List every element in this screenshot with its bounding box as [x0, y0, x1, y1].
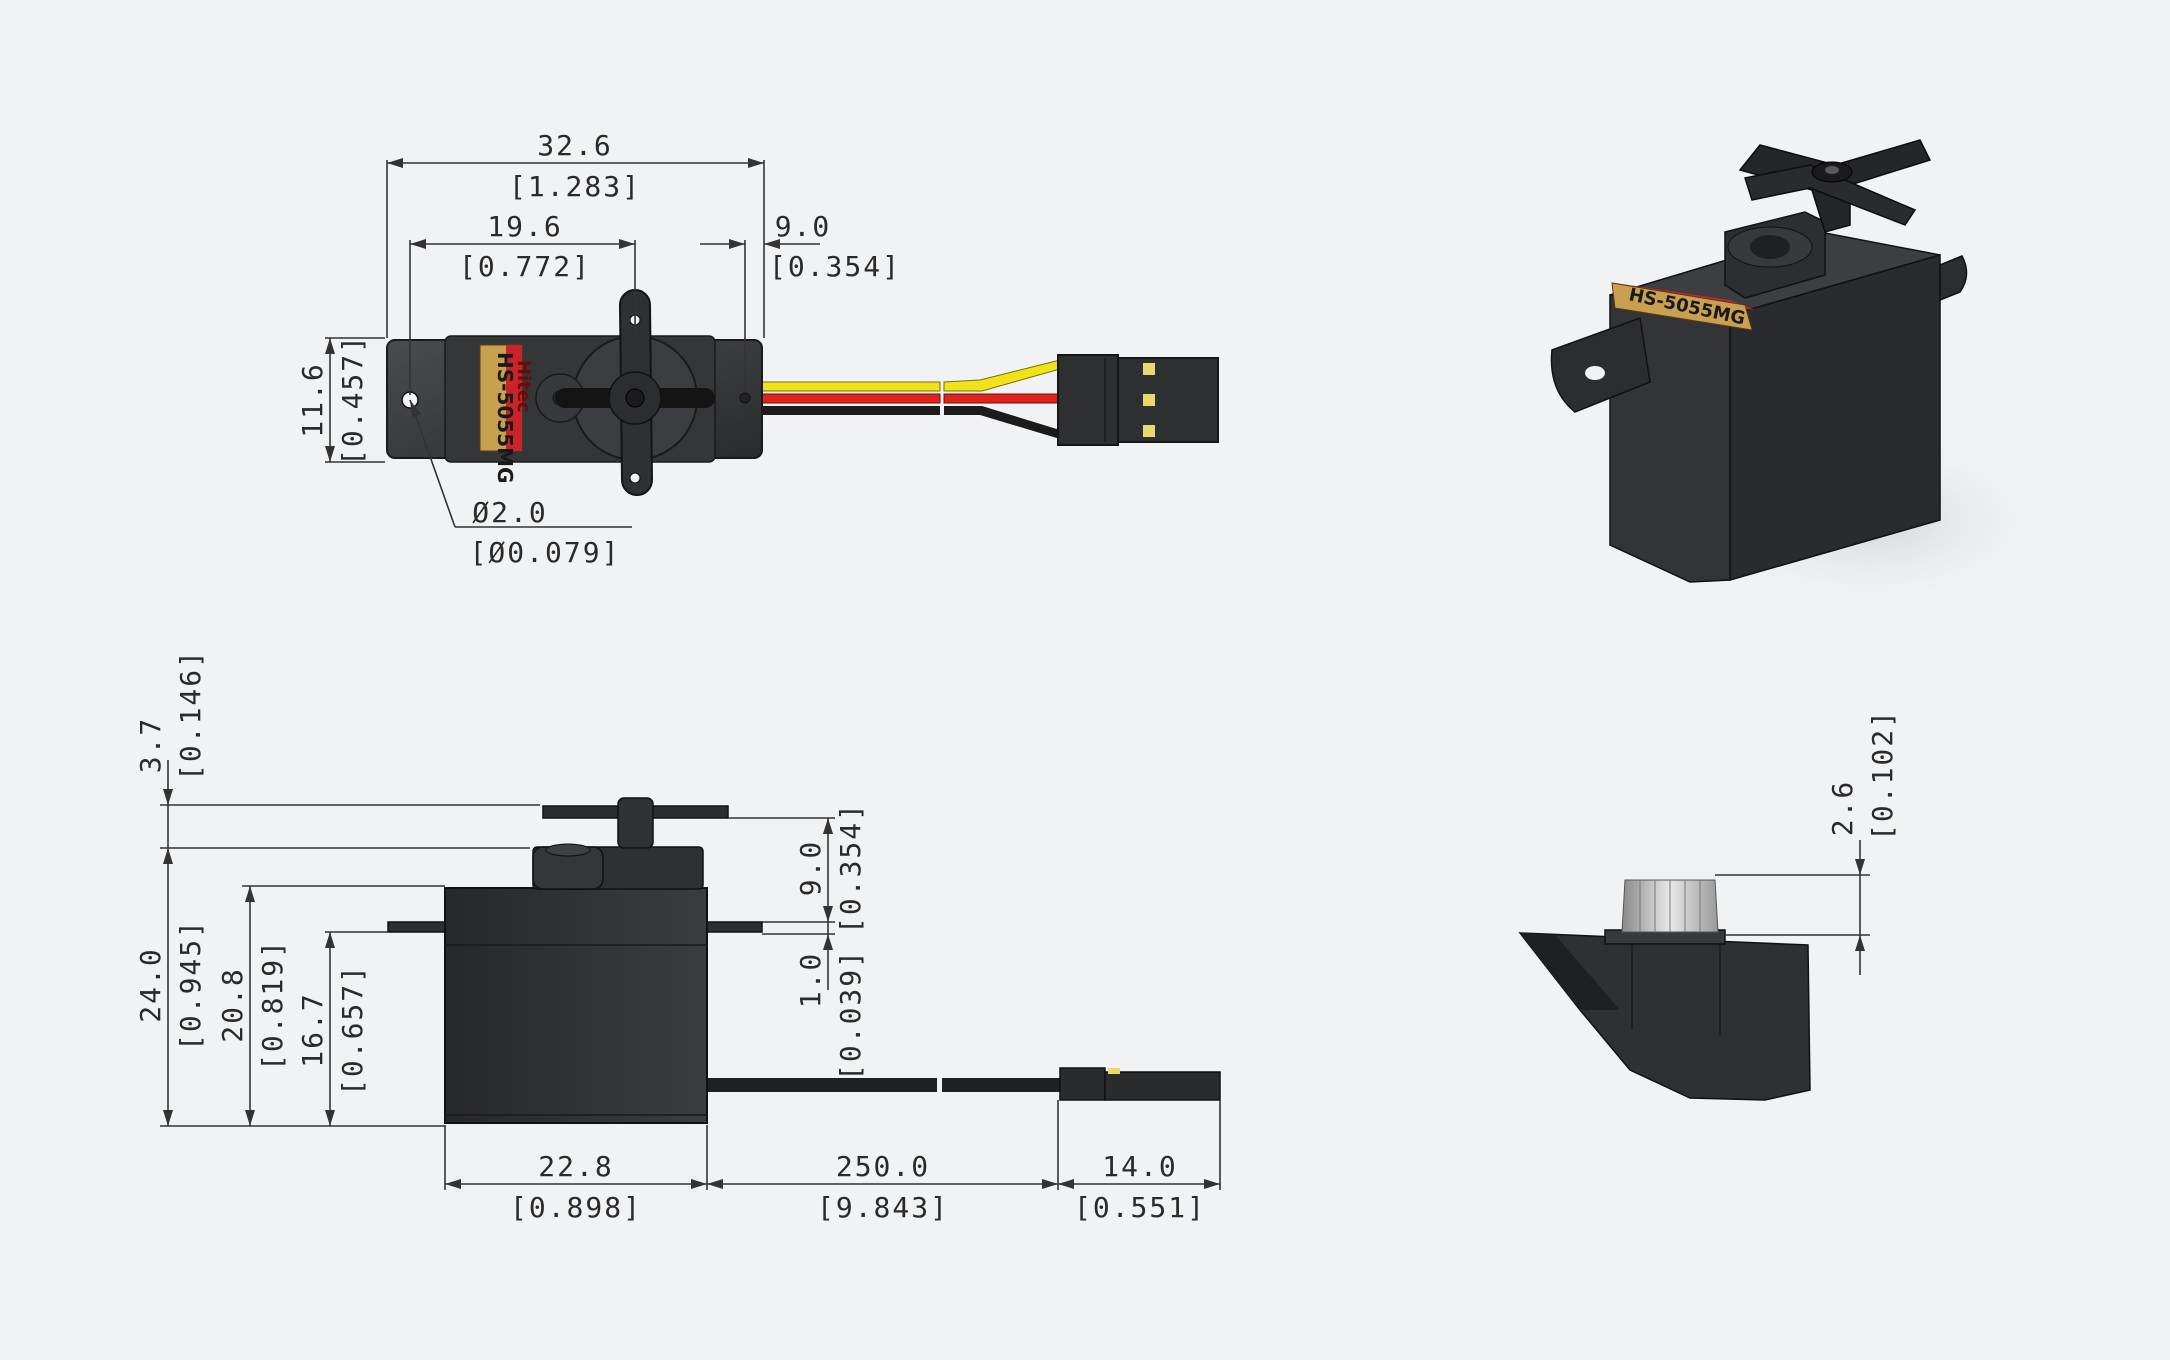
brand-label-top: Hitec [513, 360, 534, 413]
dim-depth-in: [0.457] [336, 334, 369, 466]
dim-spline-offset-in: [0.772] [459, 250, 591, 283]
dim-wire-length-mm: 250.0 [836, 1150, 930, 1183]
side-view: 3.7 [0.146] 24.0 [0.945] 20.8 [0.819] 16… [134, 649, 1221, 1224]
dim-horn-top-in: [0.146] [174, 649, 207, 781]
dim-body-height-in: [0.819] [256, 939, 289, 1071]
dim-shaft-height: 9.0 [0.354] 1.0 [0.039] [728, 802, 867, 1081]
dim-total-height: 3.7 [0.146] 24.0 [0.945] [134, 649, 540, 1127]
dim-spline-height-in: [0.102] [1866, 709, 1899, 841]
dim-hole-diameter-mm: Ø2.0 [472, 496, 547, 529]
dim-wire-exit: 9.0 [0.354] [700, 210, 901, 390]
dim-mount-height-mm: 16.7 [296, 992, 329, 1067]
model-label-top: HS-5055MG [493, 352, 517, 483]
dim-spline-offset: 19.6 [0.772] [409, 210, 636, 395]
dim-spline-height: 2.6 [0.102] [1715, 709, 1899, 975]
dim-body-length-mm: 22.8 [538, 1150, 613, 1183]
dim-tab-thickness-mm: 1.0 [794, 952, 827, 1009]
dim-overall-width: 32.6 [1.283] [386, 129, 765, 338]
dim-shaft-height-mm: 9.0 [794, 840, 827, 897]
dim-wire-exit-in: [0.354] [769, 250, 901, 283]
servo-body-top: HS-5055MG Hitec [386, 289, 763, 496]
dim-wire-length-in: [9.843] [817, 1191, 949, 1224]
servo-connector-top [1057, 354, 1219, 446]
dim-horn-top-mm: 3.7 [134, 717, 167, 774]
dim-body-length-in: [0.898] [510, 1191, 642, 1224]
dim-overall-width-in: [1.283] [509, 170, 641, 203]
dim-connector-length-in: [0.551] [1074, 1191, 1206, 1224]
dim-total-height-mm: 24.0 [134, 947, 167, 1022]
dim-lengths: 22.8 [0.898] 250.0 [9.843] 14.0 [0.551] [444, 1100, 1221, 1224]
dim-wire-exit-mm: 9.0 [775, 210, 832, 243]
top-view: HS-5055MG Hitec 32.6 [1.283] [296, 129, 1219, 569]
end-view: 2.6 [0.102] [1518, 709, 1899, 1101]
dim-shaft-height-in: [0.354] [834, 802, 867, 934]
dim-spline-offset-mm: 19.6 [487, 210, 562, 243]
dim-spline-height-mm: 2.6 [1826, 780, 1859, 837]
isometric-view: HS-5055MG [1550, 139, 2070, 615]
dim-mount-height-in: [0.657] [336, 964, 369, 1096]
dim-total-height-in: [0.945] [174, 919, 207, 1051]
dim-hole-diameter-in: [Ø0.079] [470, 536, 621, 569]
dim-depth: 11.6 [0.457] [296, 334, 385, 466]
dim-depth-mm: 11.6 [296, 362, 329, 437]
servo-wires-top [744, 359, 1061, 439]
dim-hole-diameter: Ø2.0 [Ø0.079] [409, 399, 632, 569]
dim-tab-thickness-in: [0.039] [834, 949, 867, 1081]
dim-mount-height: 16.7 [0.657] [296, 931, 388, 1126]
dim-overall-width-mm: 32.6 [537, 129, 612, 162]
dim-connector-length-mm: 14.0 [1102, 1150, 1177, 1183]
dim-body-height-mm: 20.8 [216, 967, 249, 1042]
dim-body-height: 20.8 [0.819] [216, 885, 445, 1126]
